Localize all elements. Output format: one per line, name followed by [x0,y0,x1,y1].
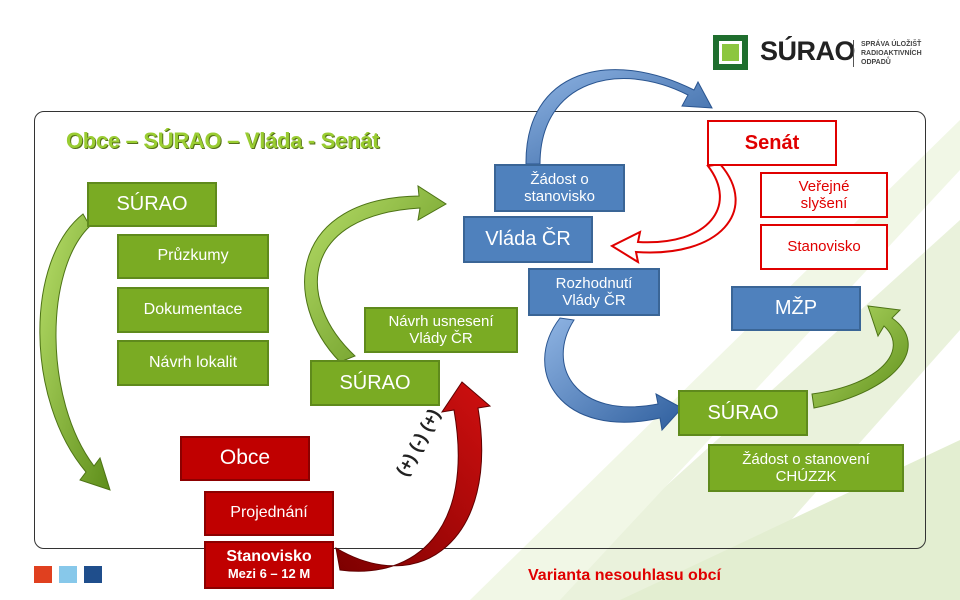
node-rozhodnuti: Rozhodnutí Vlády ČR [528,268,660,316]
node-mzp: MŽP [731,286,861,331]
surao-logo-mark [713,35,748,70]
node-stanovisko-obce: Stanovisko Mezi 6 – 12 M [204,541,334,589]
node-verejne-slyseni: Veřejné slyšení [760,172,888,218]
footer-note: Varianta nesouhlasu obcí [528,567,721,584]
node-zadost-stanovisko: Žádost o stanovisko [494,164,625,212]
logo-name: SÚRAO [760,36,856,66]
node-navrh-usneseni: Návrh usnesení Vlády ČR [364,307,518,353]
node-obce: Obce [180,436,310,481]
footer-square-orange [34,566,52,583]
arrow-zadost-to-senat [525,69,713,165]
arrow-surao-to-obce [39,213,111,491]
node-zadost-chuzzk: Žádost o stanovení CHÚZZK [708,444,904,492]
node-surao-left: SÚRAO [87,182,217,227]
node-surao-right: SÚRAO [678,390,808,436]
footer-square-lightblue [59,566,77,583]
footer-square-darkblue [84,566,102,583]
node-senat: Senát [707,120,837,166]
node-pruzkumy: Průzkumy [117,234,269,279]
node-navrh-lokalit: Návrh lokalit [117,340,269,386]
arrow-senat-to-vlada [609,162,737,265]
diagram-frame [34,111,926,549]
logo-subtitle: SPRÁVA ÚLOŽIŠŤ RADIOAKTIVNÍCH ODPADŮ [861,41,922,66]
diagram-title: Obce – SÚRAO – Vláda - Senát [66,128,380,153]
node-projednani: Projednání [204,491,334,536]
arrow-surao-to-mzp [811,305,909,409]
arrow-stanovisko-to-surao [335,381,492,572]
arrow-rozhodnuti-to-surao [544,317,683,432]
node-dokumentace: Dokumentace [117,287,269,333]
node-surao-mid: SÚRAO [310,360,440,406]
arrow-surao-to-vlada [304,185,447,363]
node-vlada: Vláda ČR [463,216,593,263]
node-stanovisko-senat: Stanovisko [760,224,888,270]
logo-divider [853,40,854,67]
